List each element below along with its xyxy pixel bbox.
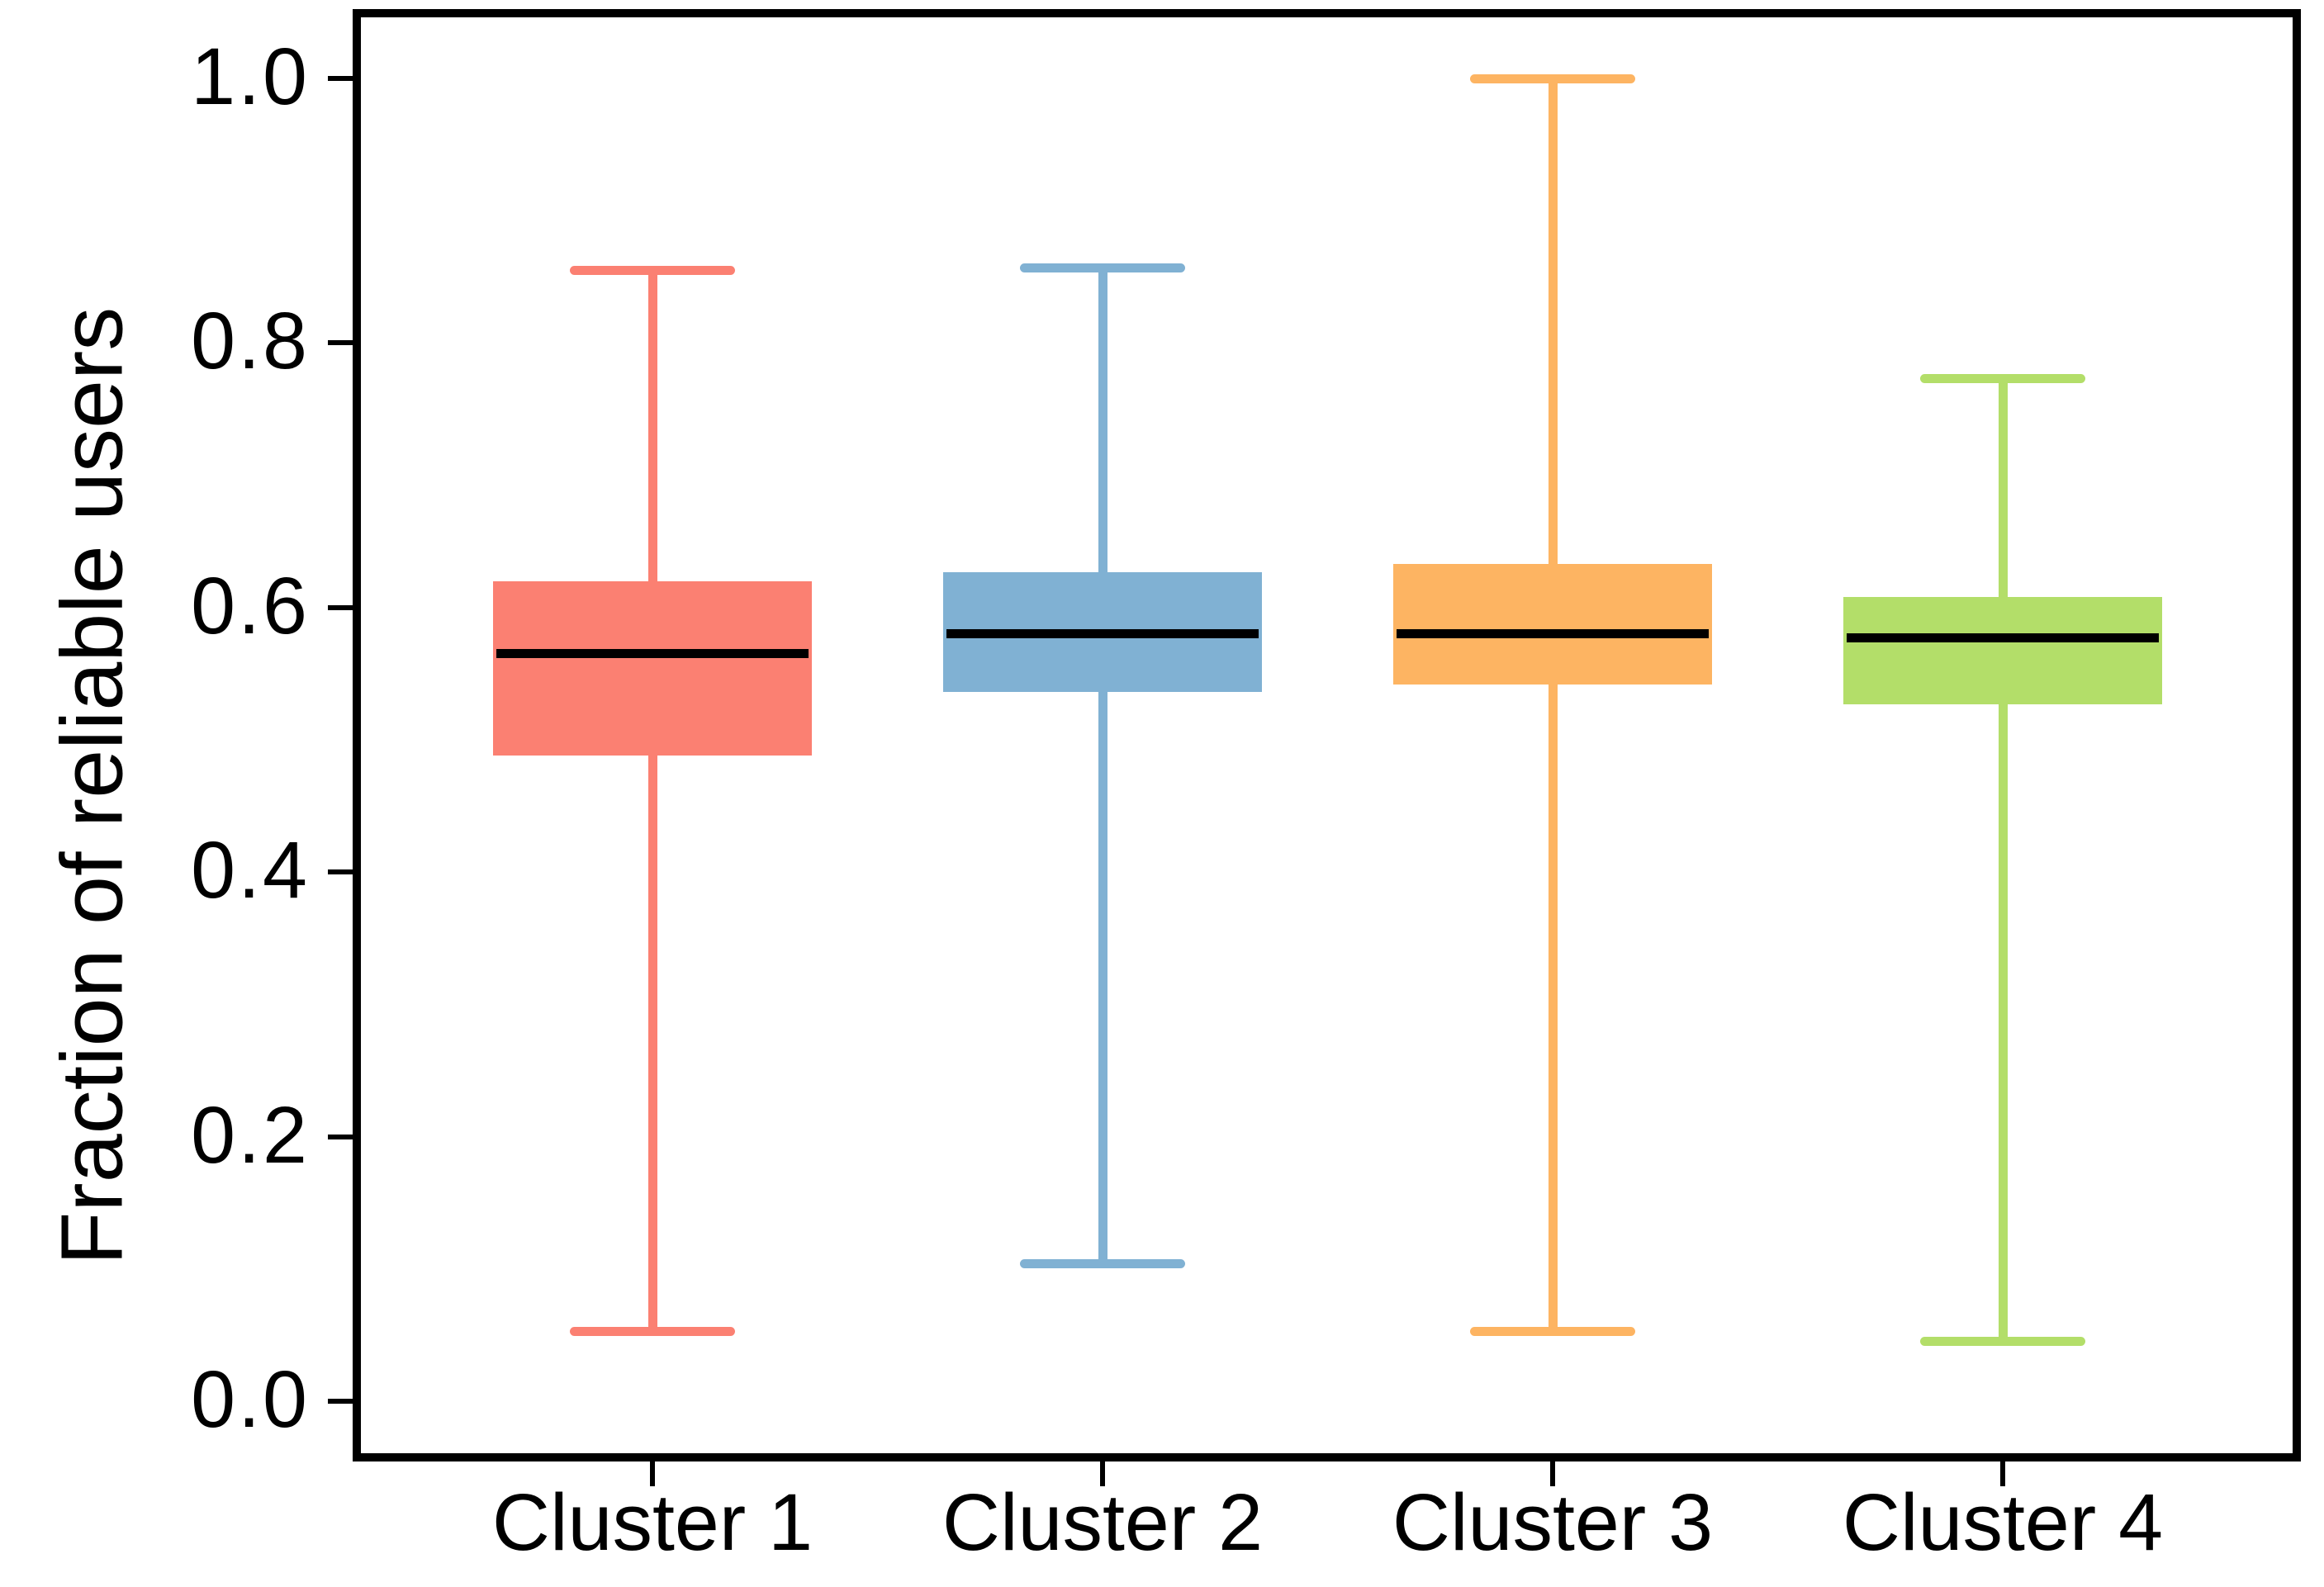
whisker-lower-cap	[1920, 1337, 2085, 1347]
y-tick-label: 0.6	[191, 560, 310, 651]
whisker-upper-stem	[1548, 78, 1558, 564]
x-tick-label: Cluster 3	[1392, 1477, 1714, 1567]
whisker-lower-stem	[647, 756, 657, 1332]
y-tick-label: 0.8	[191, 296, 310, 386]
plot-area-frame	[353, 9, 2301, 1461]
whisker-upper-stem	[1098, 268, 1107, 572]
median-line	[496, 649, 809, 659]
y-tick-label: 0.0	[191, 1353, 310, 1444]
whisker-upper-cap	[1470, 73, 1635, 83]
whisker-upper-stem	[647, 270, 657, 581]
x-tick	[650, 1461, 655, 1486]
whisker-lower-stem	[1548, 684, 1558, 1332]
whisker-lower-stem	[1998, 703, 2008, 1342]
y-tick-label: 1.0	[191, 31, 310, 121]
y-tick	[328, 604, 353, 610]
whisker-upper-cap	[1020, 263, 1185, 272]
x-tick	[2000, 1461, 2005, 1486]
y-tick	[328, 1134, 353, 1139]
y-tick-label: 0.2	[191, 1089, 310, 1180]
whisker-lower-cap	[570, 1326, 735, 1336]
x-tick-label: Cluster 2	[941, 1477, 1264, 1567]
iqr-box	[1843, 596, 2162, 704]
iqr-box	[493, 580, 812, 756]
whisker-lower-stem	[1098, 692, 1107, 1264]
y-tick	[328, 1399, 353, 1404]
y-tick	[328, 76, 353, 81]
whisker-upper-cap	[570, 265, 735, 275]
whisker-upper-stem	[1998, 378, 2008, 597]
y-tick	[328, 869, 353, 875]
iqr-box	[1393, 563, 1712, 685]
median-line	[1847, 633, 2159, 643]
x-tick-label: Cluster 4	[1842, 1477, 2164, 1567]
whisker-lower-cap	[1470, 1326, 1635, 1336]
x-tick	[1100, 1461, 1105, 1486]
y-tick-label: 0.4	[191, 824, 310, 915]
x-tick	[1550, 1461, 1555, 1486]
median-line	[1397, 629, 1709, 639]
whisker-lower-cap	[1020, 1258, 1185, 1268]
x-tick-label: Cluster 1	[491, 1477, 813, 1567]
y-tick	[328, 340, 353, 346]
median-line	[946, 629, 1259, 639]
whisker-upper-cap	[1920, 374, 2085, 384]
